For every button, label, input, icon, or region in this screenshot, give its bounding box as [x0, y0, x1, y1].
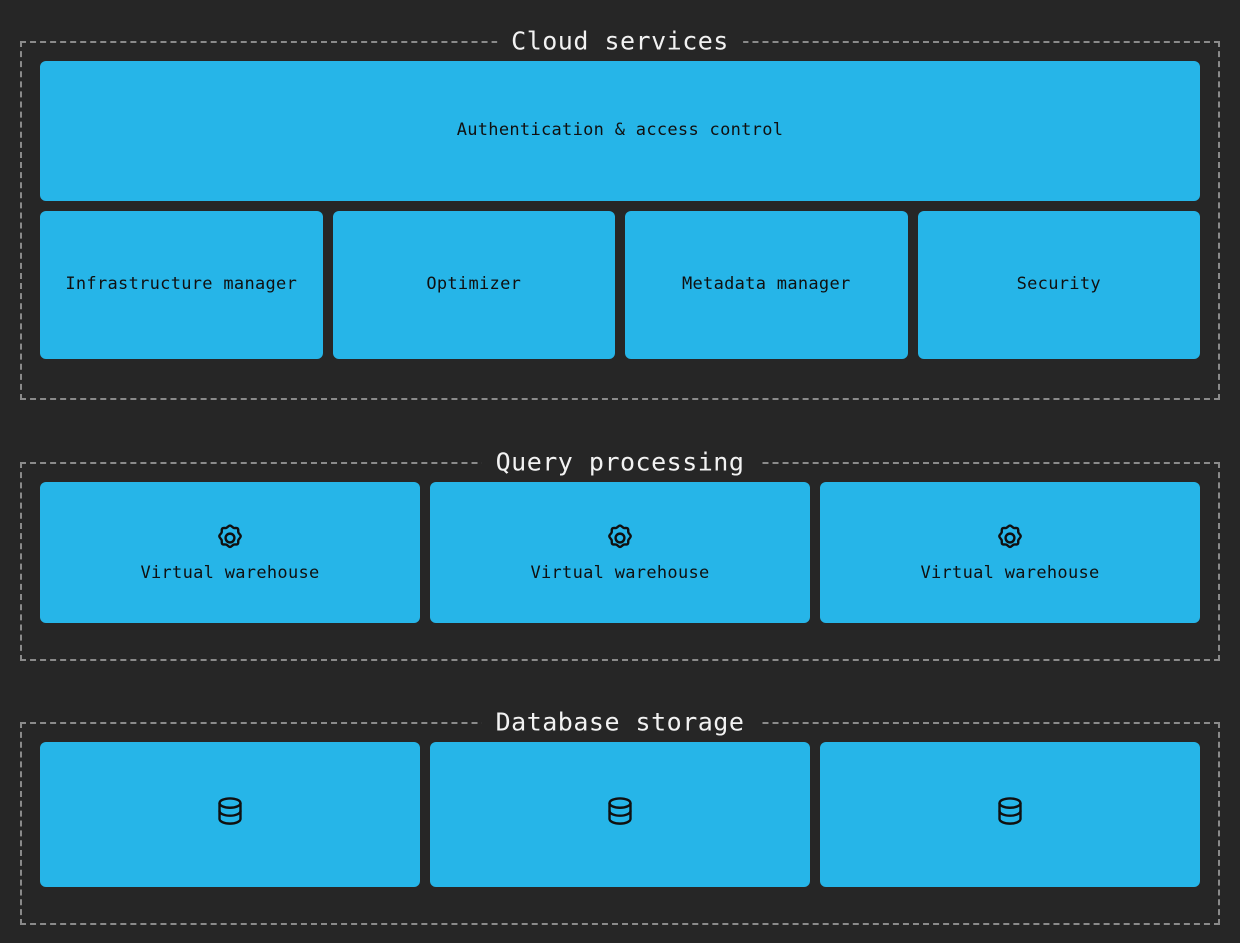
database-icon	[993, 794, 1027, 828]
gear-icon	[993, 521, 1027, 555]
section-title-database-storage: Database storage	[481, 709, 759, 735]
section-query-processing: Query processing Virtual warehouse	[20, 449, 1220, 661]
node-authentication-access-control[interactable]: Authentication & access control	[40, 61, 1200, 201]
row-storage-nodes	[40, 742, 1200, 887]
section-cloud-services: Cloud services Authentication & access c…	[20, 28, 1220, 400]
node-database-storage-1[interactable]	[40, 742, 420, 887]
node-virtual-warehouse-1[interactable]: Virtual warehouse	[40, 482, 420, 623]
node-database-storage-3[interactable]	[820, 742, 1200, 887]
section-body-cloud-services: Authentication & access control Infrastr…	[22, 43, 1218, 398]
database-icon	[603, 794, 637, 828]
node-label: Metadata manager	[681, 274, 851, 295]
node-optimizer[interactable]: Optimizer	[332, 211, 615, 359]
node-label: Virtual warehouse	[920, 562, 1100, 583]
gear-icon	[213, 521, 247, 555]
node-label: Virtual warehouse	[530, 562, 710, 583]
node-label: Security	[1016, 274, 1101, 295]
section-title-query-processing: Query processing	[481, 449, 759, 475]
database-icon	[213, 794, 247, 828]
section-database-storage: Database storage	[20, 709, 1220, 925]
node-virtual-warehouse-3[interactable]: Virtual warehouse	[820, 482, 1200, 623]
node-label: Virtual warehouse	[140, 562, 320, 583]
section-title-cloud-services: Cloud services	[497, 28, 743, 54]
node-label: Optimizer	[426, 274, 522, 295]
row-cloud-primary: Authentication & access control	[40, 61, 1200, 201]
row-query-warehouses: Virtual warehouse Virtual warehouse	[40, 482, 1200, 623]
node-label: Authentication & access control	[456, 120, 784, 141]
section-body-database-storage	[22, 724, 1218, 923]
node-infrastructure-manager[interactable]: Infrastructure manager	[40, 211, 323, 359]
node-security[interactable]: Security	[917, 211, 1200, 359]
section-body-query-processing: Virtual warehouse Virtual warehouse	[22, 464, 1218, 659]
node-metadata-manager[interactable]: Metadata manager	[625, 211, 908, 359]
node-label: Infrastructure manager	[65, 274, 298, 295]
node-virtual-warehouse-2[interactable]: Virtual warehouse	[430, 482, 810, 623]
node-database-storage-2[interactable]	[430, 742, 810, 887]
gear-icon	[603, 521, 637, 555]
row-cloud-components: Infrastructure manager Optimizer Metadat…	[40, 211, 1200, 359]
